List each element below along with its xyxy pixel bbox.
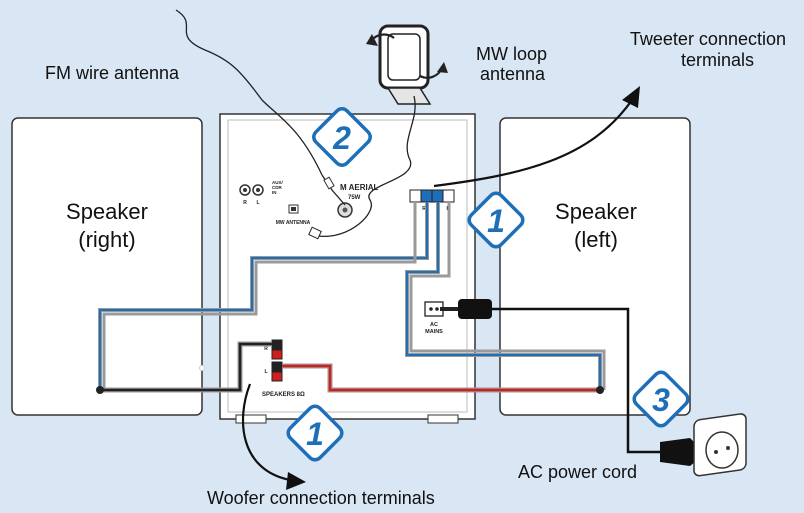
fm-plug bbox=[323, 176, 335, 190]
mw-loop-label-1: MW loop bbox=[476, 44, 547, 64]
ac-plug-wall bbox=[660, 438, 700, 466]
aux-label-2: CDR bbox=[272, 185, 282, 190]
aux-r-label: R bbox=[243, 200, 247, 206]
speaker-right-label-1: Speaker bbox=[66, 199, 148, 224]
mw-loop-antenna bbox=[366, 24, 448, 105]
aux-l-label: L bbox=[256, 200, 259, 206]
speakers-label: SPEAKERS 8Ω bbox=[262, 392, 305, 398]
unit-foot-left bbox=[235, 414, 267, 424]
ac-mains-label-1: AC bbox=[430, 322, 438, 328]
step-badge-power: 3 bbox=[632, 370, 690, 428]
step-badge-woofer: 1 bbox=[286, 404, 344, 462]
woofer-arrow-head bbox=[286, 472, 306, 490]
tweeter-arrow-head bbox=[622, 86, 640, 108]
tweeter-label-1: Tweeter connection bbox=[630, 29, 786, 49]
aux-label-3: IN bbox=[272, 190, 277, 195]
woofer-arrow-line bbox=[241, 383, 291, 482]
step-badge-woofer-number: 1 bbox=[306, 416, 324, 452]
wall-outlet bbox=[693, 413, 747, 477]
ac-power-cord bbox=[492, 307, 660, 454]
speaker-left-label-2: (left) bbox=[574, 227, 618, 252]
speaker-left-box bbox=[499, 117, 691, 416]
tweeter-arrow-line bbox=[433, 99, 633, 188]
step-badge-antenna: 2 bbox=[312, 107, 372, 167]
fm-wire bbox=[175, 9, 323, 176]
woofer-r-label: R bbox=[264, 346, 268, 352]
speaker-left-label-1: Speaker bbox=[555, 199, 637, 224]
fm-aerial-label-2: 75W bbox=[348, 195, 361, 201]
wire-right-tweeter bbox=[99, 202, 428, 390]
woofer-l-label: L bbox=[264, 369, 267, 375]
step-badge-tweeter: 1 bbox=[467, 191, 525, 249]
unit-foot-right bbox=[427, 414, 459, 424]
ac-power-cord-label: AC power cord bbox=[518, 462, 637, 482]
fm-aerial-label-1: M AERIAL bbox=[340, 183, 378, 192]
mw-plug bbox=[308, 226, 322, 240]
ac-mains-label-2: MAINS bbox=[425, 329, 443, 335]
speaker-left-terminal bbox=[596, 386, 604, 394]
speaker-right-terminal bbox=[96, 386, 104, 394]
tweeter-label-2: terminals bbox=[681, 50, 754, 70]
aux-jacks bbox=[239, 184, 264, 196]
speaker-right-box bbox=[11, 117, 203, 416]
wire-left-tweeter bbox=[406, 202, 601, 390]
tweeter-terminals bbox=[409, 189, 455, 203]
mw-loop-label-2: antenna bbox=[480, 64, 546, 84]
step-badge-power-number: 3 bbox=[652, 382, 670, 418]
wire-right-woofer bbox=[100, 342, 272, 392]
speaker-right-label-2: (right) bbox=[78, 227, 135, 252]
woofer-terminals-label: Woofer connection terminals bbox=[207, 488, 435, 508]
ac-plug-unit bbox=[458, 299, 492, 319]
tweeter-r-label: R bbox=[422, 206, 426, 212]
wire-left-woofer bbox=[282, 364, 600, 392]
aux-label-1: AUX/ bbox=[272, 180, 284, 185]
mw-antenna-label: MW ANTENNA bbox=[276, 220, 311, 226]
step-badge-tweeter-number: 1 bbox=[487, 203, 505, 239]
step-badge-antenna-number: 2 bbox=[332, 120, 351, 156]
fm-antenna-label: FM wire antenna bbox=[45, 63, 180, 83]
